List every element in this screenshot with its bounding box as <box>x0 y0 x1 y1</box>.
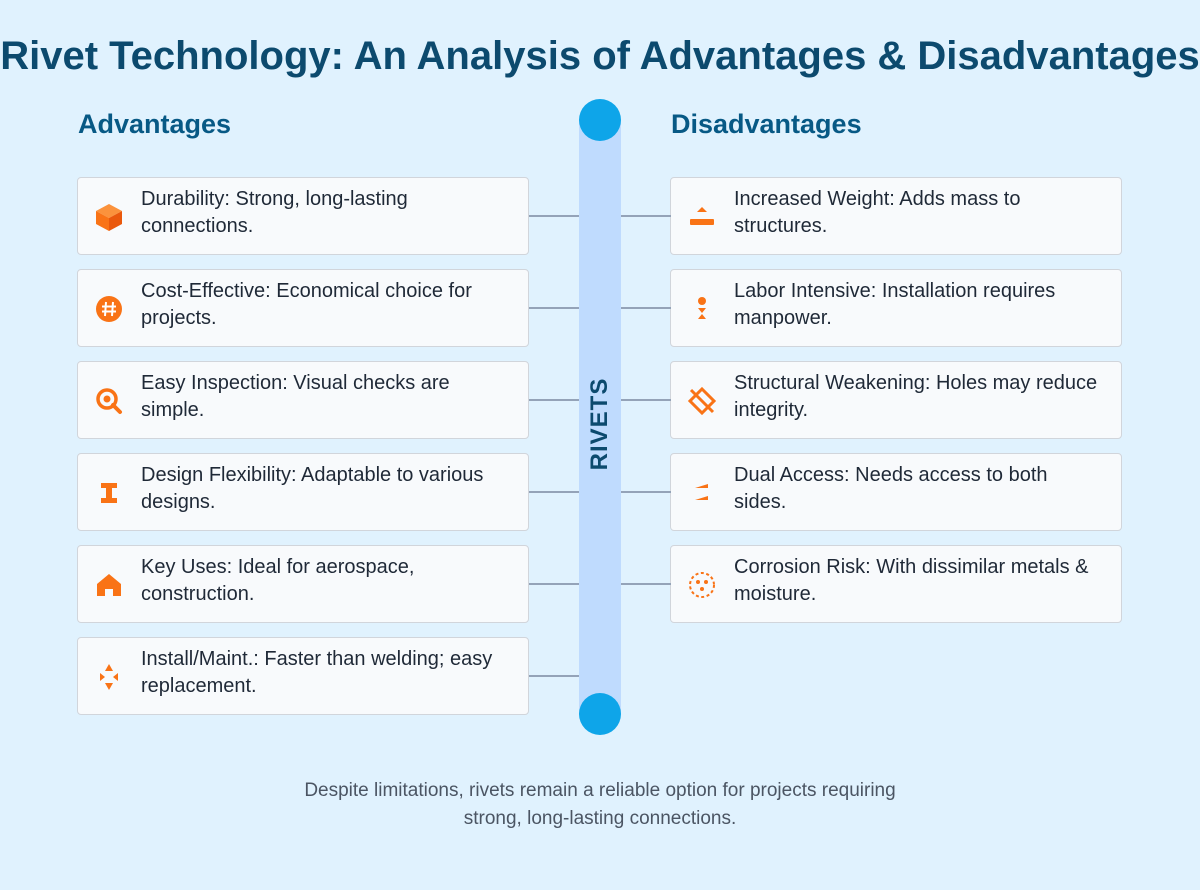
disadvantage-card: Structural Weakening: Holes may reduce i… <box>670 361 1122 439</box>
magnifier-icon <box>94 386 124 416</box>
advantage-card: Cost-Effective: Economical choice for pr… <box>77 269 529 347</box>
advantage-connector <box>529 215 579 217</box>
disadvantage-connector <box>621 491 671 493</box>
rivet-head-bottom <box>579 693 621 735</box>
page-title: Rivet Technology: An Analysis of Advanta… <box>0 34 1200 78</box>
disadvantage-text: Structural Weakening: Holes may reduce i… <box>734 372 1098 421</box>
center-label: RIVETS <box>586 377 613 471</box>
disadvantage-connector <box>621 215 671 217</box>
rivet-spine <box>579 120 621 714</box>
disadvantage-connector <box>621 399 671 401</box>
advantage-connector <box>529 307 579 309</box>
disadvantage-text: Increased Weight: Adds mass to structure… <box>734 188 1021 237</box>
disadvantage-text: Dual Access: Needs access to both sides. <box>734 464 1048 513</box>
advantage-connector <box>529 399 579 401</box>
advantages-heading: Advantages <box>78 109 232 139</box>
advantage-connector <box>529 675 579 677</box>
advantage-text: Design Flexibility: Adaptable to various… <box>141 464 484 513</box>
arrows-in-icon <box>94 662 124 692</box>
hashtag-circle-icon <box>94 294 124 324</box>
disadvantage-text: Corrosion Risk: With dissimilar metals &… <box>734 556 1089 605</box>
advantage-connector <box>529 583 579 585</box>
disadvantage-card: Labor Intensive: Installation requires m… <box>670 269 1122 347</box>
worker-icon <box>687 294 717 324</box>
advantage-card: Key Uses: Ideal for aerospace, construct… <box>77 545 529 623</box>
advantage-card: Design Flexibility: Adaptable to various… <box>77 453 529 531</box>
advantage-card: Durability: Strong, long-lasting connect… <box>77 177 529 255</box>
advantage-text: Durability: Strong, long-lasting connect… <box>141 188 408 237</box>
weight-icon <box>687 202 717 232</box>
advantage-text: Key Uses: Ideal for aerospace, construct… <box>141 556 415 605</box>
advantage-connector <box>529 491 579 493</box>
advantage-text: Install/Maint.: Faster than welding; eas… <box>141 648 493 697</box>
two-sides-icon <box>687 478 717 508</box>
house-icon <box>94 570 124 600</box>
i-beam-icon <box>94 478 124 508</box>
disadvantage-connector <box>621 583 671 585</box>
broken-diamond-icon <box>687 386 717 416</box>
corrosion-icon <box>687 570 717 600</box>
disadvantage-text: Labor Intensive: Installation requires m… <box>734 280 1056 329</box>
advantage-text: Easy Inspection: Visual checks are simpl… <box>141 372 450 421</box>
cube-icon <box>94 202 124 232</box>
advantage-card: Easy Inspection: Visual checks are simpl… <box>77 361 529 439</box>
disadvantage-card: Increased Weight: Adds mass to structure… <box>670 177 1122 255</box>
advantage-card: Install/Maint.: Faster than welding; eas… <box>77 637 529 715</box>
disadvantage-card: Corrosion Risk: With dissimilar metals &… <box>670 545 1122 623</box>
advantage-text: Cost-Effective: Economical choice for pr… <box>141 280 472 329</box>
disadvantage-connector <box>621 307 671 309</box>
footer-note: Despite limitations, rivets remain a rel… <box>304 780 896 829</box>
rivet-head-top <box>579 99 621 141</box>
disadvantages-heading: Disadvantages <box>671 109 862 139</box>
disadvantage-card: Dual Access: Needs access to both sides. <box>670 453 1122 531</box>
